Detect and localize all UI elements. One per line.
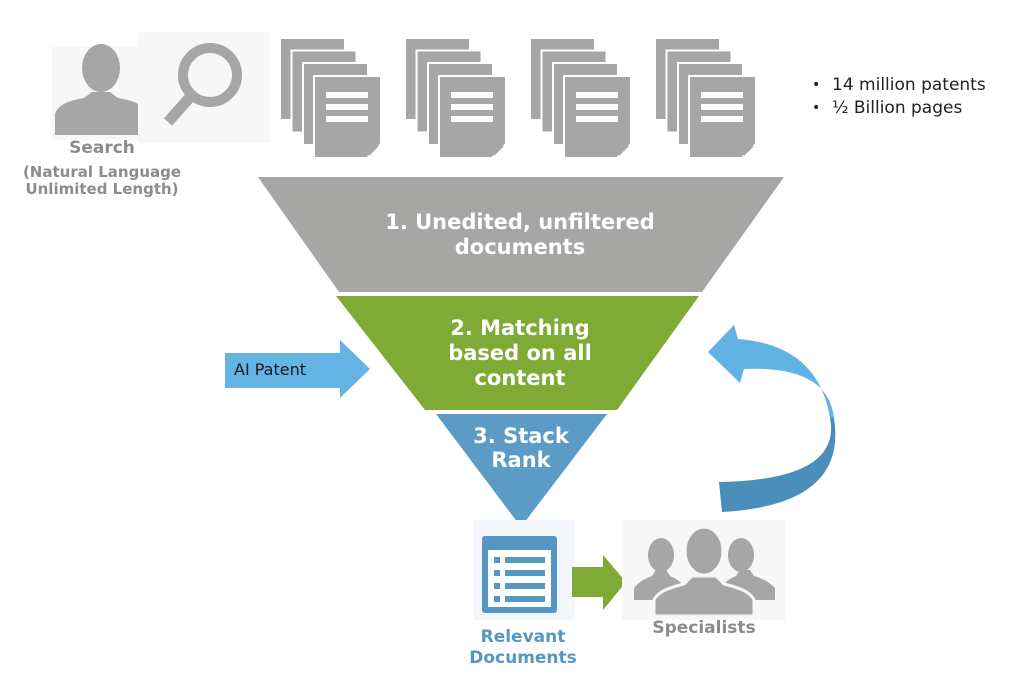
relevant-documents-line-2: Documents	[469, 648, 577, 668]
document-text-line	[326, 104, 368, 110]
stat-pages: ½ Billion pages	[812, 97, 986, 120]
folded-corner	[744, 146, 754, 156]
funnel-stage-1-label: 1. Unedited, unfiltered documents	[330, 210, 710, 260]
document-stack-icon	[404, 37, 507, 159]
funnel-stage-3-line-1: 3. Stack	[473, 424, 569, 448]
document-stacks	[279, 37, 757, 159]
funnel-stage-1-line-1: 1. Unedited, unfiltered	[385, 210, 655, 234]
relevant-documents-line-1: Relevant	[480, 627, 566, 647]
document-text-line	[701, 92, 743, 98]
document-text-line	[701, 116, 743, 122]
funnel-stage-2	[336, 296, 699, 410]
folded-corner	[619, 146, 629, 156]
document-text-line	[451, 104, 493, 110]
people-group-icon	[634, 525, 775, 618]
stats-list: 14 million patents ½ Billion pages	[812, 74, 986, 120]
funnel-stage-3	[436, 414, 607, 527]
document-text-line	[326, 116, 368, 122]
folded-corner	[369, 146, 379, 156]
funnel	[258, 177, 784, 527]
funnel-stage-3-label: 3. Stack Rank	[440, 424, 602, 472]
document-text-line	[576, 104, 618, 110]
funnel-stage-2-line-1: 2. Matching	[450, 316, 590, 340]
feedback-arrow-lower	[719, 418, 836, 512]
search-description: (Natural Language Unlimited Length)	[2, 164, 202, 198]
funnel-stage-2-line-2: based on all	[448, 341, 592, 365]
folded-corner	[494, 146, 504, 156]
search-label: Search	[69, 138, 135, 158]
document-stack-icon	[279, 37, 382, 159]
specialists-group	[622, 520, 785, 620]
funnel-stage-2-line-3: content	[474, 366, 566, 390]
document-stack-icon	[654, 37, 757, 159]
funnel-stage-1-line-2: documents	[454, 235, 586, 259]
funnel-stage-3-line-2: Rank	[491, 448, 551, 472]
document-text-line	[451, 92, 493, 98]
document-text-line	[326, 92, 368, 98]
search-description-line-1: (Natural Language	[22, 163, 182, 181]
feedback-arrow	[708, 325, 836, 512]
feedback-arrow-upper	[708, 325, 834, 418]
search-description-line-2: Unlimited Length)	[25, 180, 179, 198]
magnifier-icon	[163, 43, 242, 126]
document-text-line	[451, 116, 493, 122]
specialists-label: Specialists	[652, 618, 756, 638]
stat-patents: 14 million patents	[812, 74, 986, 97]
document-text-line	[701, 104, 743, 110]
ai-patent-label: AI Patent	[234, 360, 307, 379]
document-text-line	[576, 116, 618, 122]
document-stack-icon	[529, 37, 632, 159]
ai-patent-arrow	[225, 340, 370, 398]
relevant-documents-group	[474, 520, 575, 620]
handoff-arrow	[572, 555, 626, 610]
person-icon	[55, 44, 147, 135]
search-group	[52, 32, 270, 143]
document-list-icon	[482, 536, 557, 613]
document-text-line	[576, 92, 618, 98]
relevant-documents-label: Relevant Documents	[445, 627, 601, 669]
funnel-stage-2-label: 2. Matching based on all content	[390, 316, 650, 391]
funnel-stage-1	[258, 177, 784, 292]
